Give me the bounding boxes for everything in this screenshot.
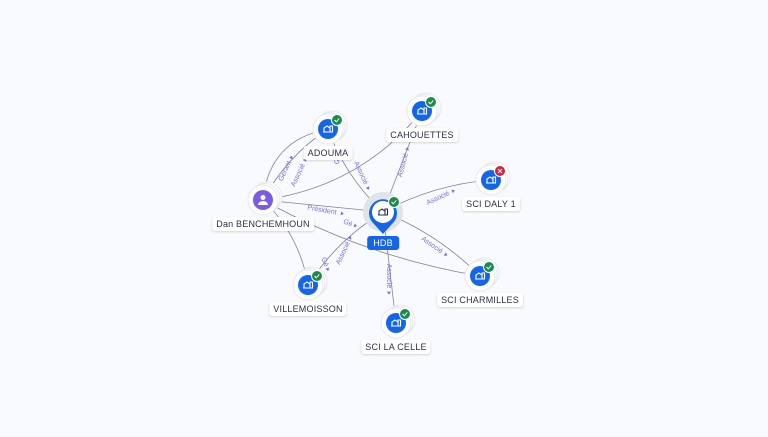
node-dan[interactable] (247, 181, 283, 216)
edge-arrow-icon (443, 252, 448, 256)
node-label[interactable]: SCI DALY 1 (462, 197, 520, 211)
edge-arrow-icon (353, 223, 358, 228)
user-icon (260, 195, 266, 200)
badge-glyph (497, 168, 503, 174)
edge-label-text: Associé (426, 190, 451, 207)
edge-label-text: Gérant (278, 160, 293, 182)
node-label[interactable]: CAHOUETTES (386, 128, 458, 142)
edge-label-text: Gé (342, 219, 353, 229)
building-icon (475, 272, 486, 280)
edge-arrow-icon (405, 147, 409, 151)
edge-arrow-icon (340, 211, 344, 216)
building-icon (417, 107, 428, 115)
node-label[interactable]: SCI LA CELLE (361, 340, 431, 354)
node-cahouettes[interactable] (406, 92, 442, 127)
badge-glyph (391, 200, 397, 205)
check-badge-icon (425, 96, 437, 108)
node-lacelle[interactable] (380, 304, 416, 339)
edge-label-text: Président (307, 204, 337, 216)
edge-label: Gé (342, 219, 358, 229)
building-icon (303, 281, 314, 289)
node-label[interactable]: ADOUMA (303, 146, 353, 160)
node-label[interactable]: HDB (367, 236, 399, 250)
check-badge-icon (388, 196, 400, 208)
node-label[interactable]: VILLEMOISSON (269, 302, 347, 316)
node-label[interactable]: Dan BENCHEMHOUN (212, 217, 314, 231)
node-charmilles[interactable] (464, 257, 500, 292)
badge-glyph (486, 265, 492, 270)
edge-label-text: Associé (290, 163, 307, 188)
node-adouma[interactable] (312, 110, 348, 145)
edge-arrow-icon (451, 189, 455, 194)
check-badge-icon (331, 114, 343, 126)
edge-label-text: Gé (333, 154, 344, 166)
node-label[interactable]: SCI CHARMILLES (437, 293, 523, 307)
building-icon (378, 208, 389, 216)
badge-glyph (334, 118, 340, 123)
edge-label-text: Associé (352, 161, 369, 186)
edge-arrow-icon (365, 186, 370, 190)
badge-glyph (314, 274, 320, 279)
edge-label-text: Associé (335, 241, 352, 266)
edge-arrow-icon (289, 155, 293, 160)
building-icon (323, 125, 334, 133)
edge-label-text: Associé (397, 152, 410, 178)
building-icon (391, 319, 402, 327)
check-badge-icon (483, 261, 495, 273)
check-badge-icon (399, 308, 411, 320)
node-daly[interactable] (475, 161, 511, 196)
edge-arrow-icon (325, 267, 330, 272)
edge-label: Associé (335, 236, 352, 266)
node-hdb[interactable] (363, 192, 403, 234)
edge-label-text: Associé (385, 264, 392, 289)
check-badge-icon (311, 270, 323, 282)
user-icon-body (258, 201, 268, 205)
node-villemoisson[interactable] (292, 266, 328, 301)
edge-label: Associé (426, 189, 455, 207)
badge-glyph (402, 312, 408, 317)
edge-label-text: Associé (420, 236, 444, 256)
edge-label: Associé (290, 158, 307, 188)
edge-label: Associé (397, 147, 410, 178)
badge-glyph (428, 100, 434, 105)
edge-label: Associé (385, 264, 392, 295)
building-icon (486, 176, 497, 184)
pin-inner (372, 201, 394, 223)
edge-arrow-icon (387, 291, 391, 295)
edge-arrow-icon (347, 236, 352, 240)
